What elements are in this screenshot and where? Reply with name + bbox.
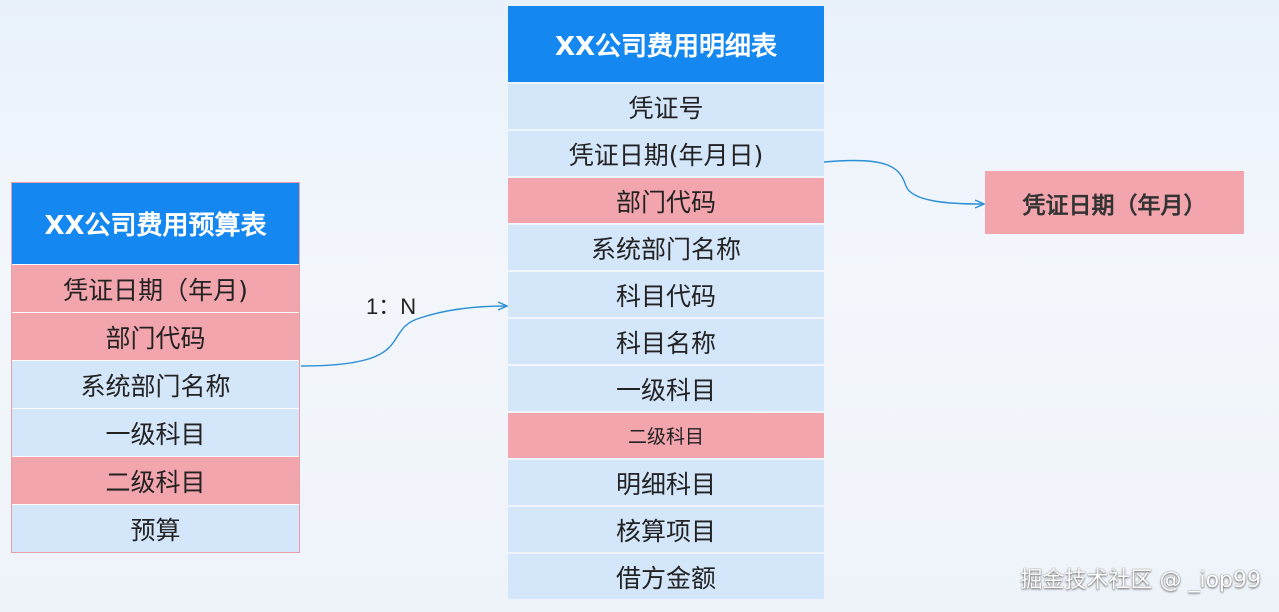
budget-row-budget: 预算 <box>12 505 299 552</box>
expense-row-debit-amount: 借方金额 <box>508 554 824 599</box>
expense-row-detail-subject: 明细科目 <box>508 460 824 505</box>
date-derivation-connector <box>823 159 983 204</box>
expense-row-voucher-no: 凭证号 <box>508 84 824 129</box>
relation-label: 1：N <box>366 294 417 319</box>
expense-row-subject-name: 科目名称 <box>508 319 824 364</box>
budget-row-dept-code: 部门代码 <box>12 313 299 360</box>
derived-voucher-month-field: 凭证日期（年月） <box>985 171 1244 234</box>
budget-table: XX公司费用预算表 凭证日期（年月) 部门代码 系统部门名称 一级科目 二级科目… <box>11 182 300 553</box>
expense-row-subject-code: 科目代码 <box>508 272 824 317</box>
expense-table-title: XX公司费用明细表 <box>508 6 824 82</box>
expense-row-level1-subject: 一级科目 <box>508 366 824 411</box>
budget-row-dept-name: 系统部门名称 <box>12 361 299 408</box>
expense-row-dept-name: 系统部门名称 <box>508 225 824 270</box>
budget-row-voucher-month: 凭证日期（年月) <box>12 265 299 312</box>
expense-row-voucher-date: 凭证日期(年月日) <box>508 131 824 176</box>
budget-row-level1-subject: 一级科目 <box>12 409 299 456</box>
expense-row-accounting-item: 核算项目 <box>508 507 824 552</box>
budget-row-level2-subject: 二级科目 <box>12 457 299 504</box>
watermark: 掘金技术社区 @ _iop99 <box>1020 568 1261 593</box>
expense-detail-table: XX公司费用明细表 凭证号 凭证日期(年月日) 部门代码 系统部门名称 科目代码… <box>508 6 824 599</box>
budget-table-title: XX公司费用预算表 <box>12 183 299 264</box>
expense-row-dept-code: 部门代码 <box>508 178 824 223</box>
expense-row-level2-subject: 二级科目 <box>508 413 824 458</box>
